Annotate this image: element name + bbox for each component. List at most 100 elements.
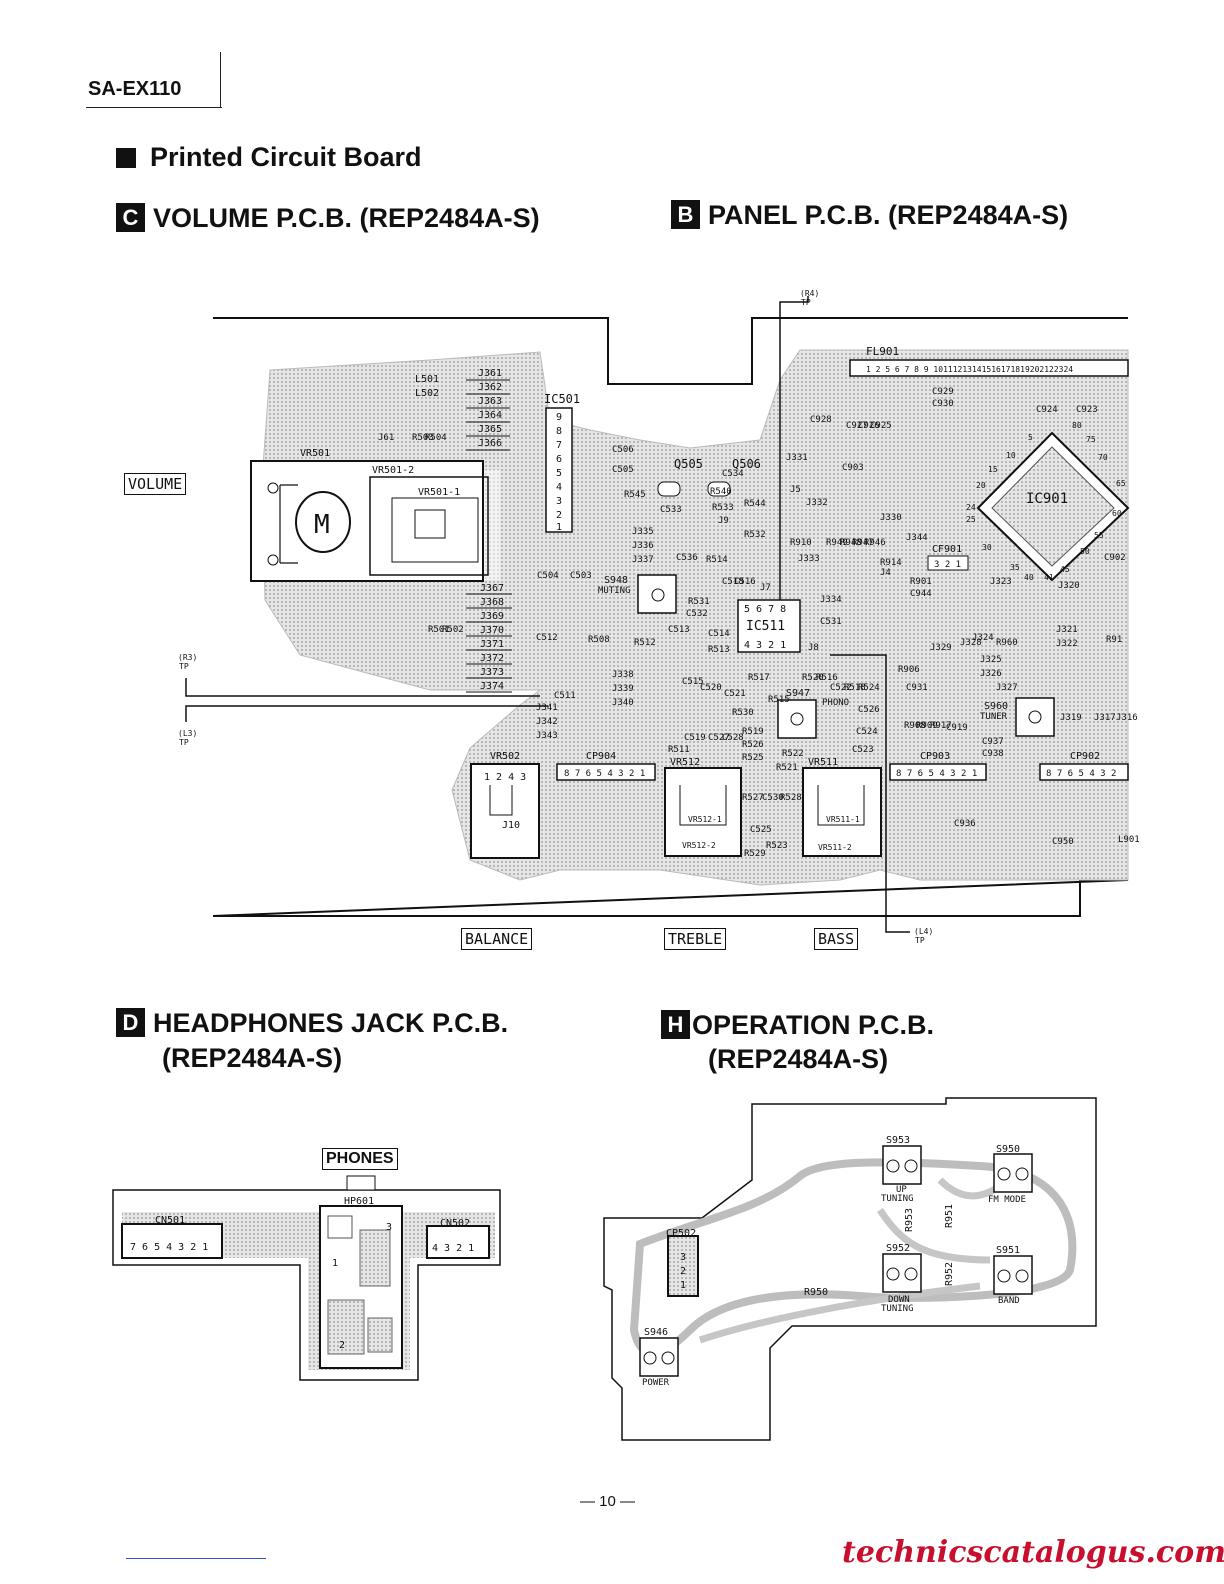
svg-text:1: 1 xyxy=(332,1258,338,1269)
section-badge: C xyxy=(116,203,145,232)
svg-text:S960: S960 xyxy=(984,701,1008,712)
section-title: PANEL P.C.B. (REP2484A-S) xyxy=(708,200,1069,230)
svg-text:J4: J4 xyxy=(880,568,891,578)
ic901-chip xyxy=(976,431,1130,582)
svg-text:C528: C528 xyxy=(722,733,744,743)
cp502-connector xyxy=(667,1235,699,1297)
svg-text:1: 1 xyxy=(556,522,562,533)
model-number: SA-EX110 xyxy=(88,78,182,100)
svg-text:C513: C513 xyxy=(668,625,690,635)
svg-text:50: 50 xyxy=(1080,547,1090,556)
svg-text:9: 9 xyxy=(556,412,562,423)
svg-text:J9: J9 xyxy=(718,516,729,526)
svg-text:6: 6 xyxy=(556,454,562,465)
svg-text:C524: C524 xyxy=(856,727,878,737)
ic511-chip xyxy=(737,599,801,653)
svg-text:R518: R518 xyxy=(844,683,866,693)
svg-text:C530: C530 xyxy=(762,793,784,803)
svg-text:J326: J326 xyxy=(980,669,1002,679)
svg-text:C522: C522 xyxy=(830,683,852,693)
svg-text:J330: J330 xyxy=(880,513,902,523)
svg-text:C937: C937 xyxy=(982,737,1004,747)
section-badge: H xyxy=(661,1010,690,1039)
svg-text:S946: S946 xyxy=(644,1327,668,1338)
svg-text:R524: R524 xyxy=(858,683,880,693)
svg-text:R949: R949 xyxy=(826,538,848,548)
svg-text:75: 75 xyxy=(1086,435,1096,444)
section-title: HEADPHONES JACK P.C.B. xyxy=(153,1008,509,1038)
label-phones: PHONES xyxy=(322,1148,398,1170)
svg-text:J374: J374 xyxy=(480,681,504,692)
svg-text:C927: C927 xyxy=(846,421,868,431)
svg-text:1 2 5 6 7 8 9 1011121314151: 1 2 5 6 7 8 9 10111213141516171819202122… xyxy=(866,365,1073,374)
motor-icon xyxy=(295,491,351,553)
svg-text:J325: J325 xyxy=(980,655,1002,665)
svg-text:C944: C944 xyxy=(910,589,932,599)
svg-text:70: 70 xyxy=(1098,453,1108,462)
svg-text:C926: C926 xyxy=(858,421,880,431)
svg-text:CP903: CP903 xyxy=(920,751,950,762)
svg-text:R917: R917 xyxy=(930,721,952,731)
svg-text:J342: J342 xyxy=(536,717,558,727)
svg-text:S947: S947 xyxy=(786,688,810,699)
svg-text:R946: R946 xyxy=(864,538,886,548)
svg-text:J341: J341 xyxy=(536,703,558,713)
svg-text:5: 5 xyxy=(1028,433,1033,442)
svg-text:60: 60 xyxy=(1112,509,1122,518)
footer-rule xyxy=(126,1558,266,1559)
section-badge: D xyxy=(116,1008,145,1037)
svg-text:L502: L502 xyxy=(415,388,439,399)
svg-text:7 6 5 4 3 2 1: 7 6 5 4 3 2 1 xyxy=(130,1242,208,1253)
svg-text:J331: J331 xyxy=(786,453,808,463)
svg-text:IC501: IC501 xyxy=(544,392,580,406)
svg-text:J371: J371 xyxy=(480,639,504,650)
svg-text:R513: R513 xyxy=(708,645,730,655)
svg-text:J343: J343 xyxy=(536,731,558,741)
svg-text:C525: C525 xyxy=(750,825,772,835)
svg-text:R511: R511 xyxy=(668,745,690,755)
svg-text:R531: R531 xyxy=(688,597,710,607)
svg-text:J333: J333 xyxy=(798,554,820,564)
svg-text:8 7 6 5 4 3 2 1: 8 7 6 5 4 3 2 1 xyxy=(564,769,645,779)
label-bass: BASS xyxy=(814,928,859,950)
s960-switch xyxy=(1015,697,1055,737)
cn502-connector xyxy=(426,1225,490,1259)
svg-text:S948: S948 xyxy=(604,575,628,586)
svg-text:C923: C923 xyxy=(1076,405,1098,415)
svg-text:C520: C520 xyxy=(700,683,722,693)
svg-text:J8: J8 xyxy=(808,643,819,653)
svg-text:8: 8 xyxy=(556,426,562,437)
svg-text:IC511: IC511 xyxy=(746,619,785,634)
svg-text:30: 30 xyxy=(982,543,992,552)
svg-text:65: 65 xyxy=(1116,479,1126,488)
svg-text:C511: C511 xyxy=(554,691,576,701)
svg-text:TUNER: TUNER xyxy=(980,712,1008,722)
svg-text:VR511-2: VR511-2 xyxy=(818,843,852,852)
ic501-header xyxy=(545,407,573,533)
svg-text:24: 24 xyxy=(966,503,976,512)
svg-text:35: 35 xyxy=(1010,563,1020,572)
svg-text:CP904: CP904 xyxy=(586,751,616,762)
svg-text:J336: J336 xyxy=(632,541,654,551)
svg-text:R527: R527 xyxy=(742,793,764,803)
svg-text:C930: C930 xyxy=(932,399,954,409)
svg-text:CP902: CP902 xyxy=(1070,751,1100,762)
svg-text:C902: C902 xyxy=(1104,553,1126,563)
svg-text:J369: J369 xyxy=(480,611,504,622)
svg-text:VR512-1: VR512-1 xyxy=(688,815,722,824)
svg-text:R544: R544 xyxy=(744,499,766,509)
svg-text:C919: C919 xyxy=(946,723,968,733)
vr511-block xyxy=(802,767,882,857)
svg-text:R512: R512 xyxy=(634,638,656,648)
svg-text:C527: C527 xyxy=(708,733,730,743)
svg-text:R906: R906 xyxy=(898,665,920,675)
svg-text:R909: R909 xyxy=(916,721,938,731)
svg-text:R545: R545 xyxy=(624,490,646,500)
svg-text:C931: C931 xyxy=(906,683,928,693)
page-title-text: Printed Circuit Board xyxy=(150,142,422,172)
svg-text:J5: J5 xyxy=(790,485,801,495)
svg-text:C531: C531 xyxy=(820,617,842,627)
svg-text:C512: C512 xyxy=(536,633,558,643)
svg-text:J363: J363 xyxy=(478,396,502,407)
svg-text:C950: C950 xyxy=(1052,837,1074,847)
